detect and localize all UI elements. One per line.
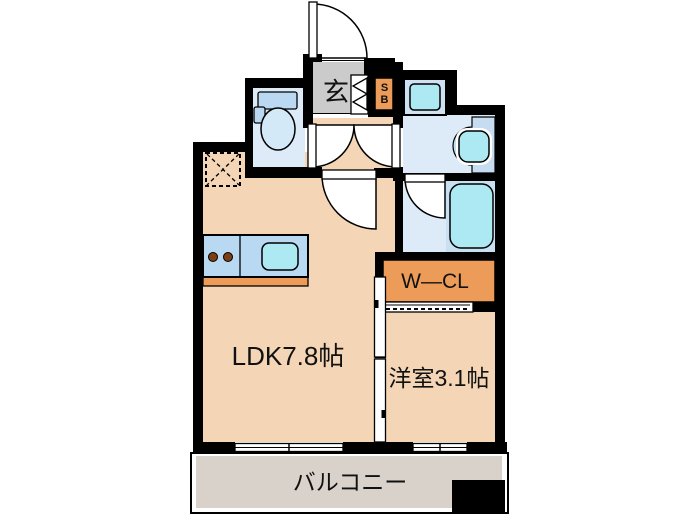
entry-door-arc — [312, 3, 368, 59]
western-room-floor — [383, 312, 495, 442]
outer-wall-right — [495, 105, 505, 453]
ldk-door-nook-floor — [375, 177, 395, 252]
balcony-partition-block — [452, 480, 505, 513]
bottom-wall-4 — [387, 442, 413, 453]
toilet-top-wall — [245, 78, 312, 88]
window-ldk — [234, 442, 344, 453]
walk-in-closet-label: W—CL — [401, 270, 469, 293]
walls — [193, 54, 507, 453]
hall-bottom-wall-right — [374, 168, 395, 178]
ldk-top-wall — [193, 142, 253, 152]
kitchen-counter — [202, 234, 309, 287]
shoe-box-label-s: S — [381, 82, 388, 94]
shoe-box-door — [350, 74, 369, 115]
washing-machine-pan — [403, 78, 447, 116]
entrance-label: 玄 — [323, 77, 349, 107]
closet-left-wall — [375, 252, 383, 277]
bottom-wall-2 — [343, 442, 376, 453]
shoe-box-label-b: B — [381, 94, 389, 106]
entrance-right-wall — [364, 58, 395, 78]
washroom-top-wall — [447, 105, 505, 115]
shoe-box — [374, 77, 394, 111]
washroom-door-leaf — [391, 123, 401, 169]
entrance-left-wall — [303, 54, 313, 128]
bottom-wall-3 — [376, 442, 387, 453]
laundry-right-wall — [445, 70, 457, 115]
ldk-door-arc — [321, 174, 377, 230]
bathroom-door-leaf — [404, 173, 446, 183]
laundry-top-wall — [395, 70, 447, 80]
toilet-door-leaf — [307, 123, 317, 169]
partition-sliding-doors — [373, 276, 387, 443]
bathroom-left-wall — [395, 173, 403, 260]
western-room-label: 洋室3.1帖 — [389, 365, 490, 391]
toilet — [253, 91, 298, 151]
entry-door-leaf — [308, 1, 318, 59]
washbasin-bowl — [458, 130, 490, 163]
burner-left — [208, 252, 218, 262]
burner-right — [223, 252, 233, 262]
bathtub — [446, 181, 495, 252]
balcony-label: バルコニー — [293, 469, 408, 495]
kitchen-sink — [261, 242, 299, 271]
bottom-wall-1 — [193, 442, 235, 453]
toilet-left-wall — [245, 78, 253, 177]
bathroom-bottom-wall — [375, 252, 505, 260]
bottom-wall-5 — [467, 442, 507, 453]
entrance-step — [313, 114, 368, 118]
outer-wall-left — [193, 142, 203, 453]
closet-sliding-door — [382, 301, 474, 313]
closet-bottom-stub — [473, 302, 505, 312]
ldk-door-leaf — [321, 169, 377, 180]
balcony-floor — [196, 456, 502, 508]
toilet-bowl — [260, 107, 296, 151]
washbasin — [452, 116, 496, 174]
shoebox-bottom-wall — [368, 108, 403, 117]
kitchen-base — [202, 276, 309, 287]
refrigerator-space — [205, 152, 241, 187]
window-western-room — [412, 442, 468, 453]
washroom-left-wall — [393, 62, 403, 128]
shoebox-left-wall — [368, 78, 375, 113]
ldk-label: LDK7.8帖 — [232, 341, 345, 371]
hall-bottom-wall-left — [245, 167, 322, 178]
washroom-bathroom-wall — [403, 173, 495, 181]
